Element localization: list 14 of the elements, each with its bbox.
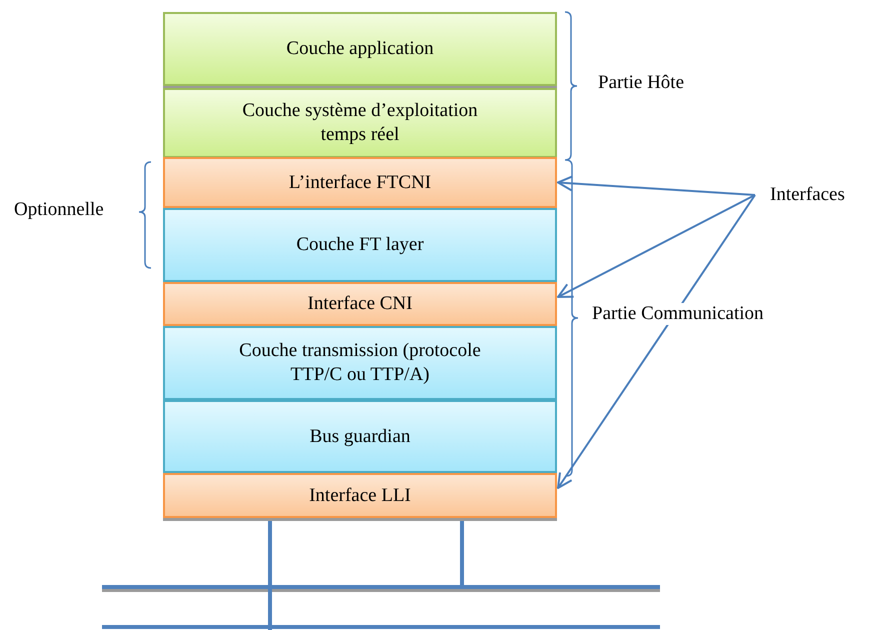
layer-box: Couche système d’exploitation temps réel	[163, 88, 557, 158]
layer-box: Couche FT layer	[163, 208, 557, 282]
arrow	[557, 194, 756, 298]
layer-box: Couche application	[163, 12, 557, 86]
layer-box: Couche transmission (protocole TTP/C ou TTP/A)	[163, 326, 557, 400]
arrow	[557, 194, 756, 489]
interface-box: Interface CNI	[163, 282, 557, 326]
bracket-label: Partie Communication	[592, 303, 764, 325]
arrow	[557, 175, 756, 196]
bracket-label: Optionnelle	[14, 199, 104, 221]
text-label: Interfaces	[770, 180, 876, 210]
interface-box: L’interface FTCNI	[163, 157, 557, 208]
interface-box: Interface LLI	[163, 473, 557, 518]
layer-box: Bus guardian	[163, 400, 557, 473]
